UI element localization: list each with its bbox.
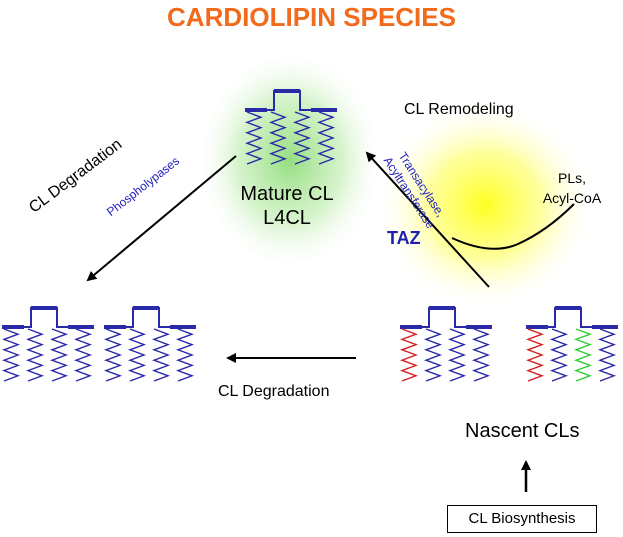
degraded-cl-molecule-1-headgroup-thick xyxy=(2,306,94,329)
mature-cl-molecule-headgroup-thick xyxy=(245,89,337,112)
degraded-cl-molecule-1 xyxy=(1,306,94,382)
mature-cl-glow xyxy=(195,48,385,272)
degraded-cl-molecule-1-acyl-chain-3 xyxy=(49,328,69,382)
nascent-cl-molecule-2-acyl-chain-2 xyxy=(549,328,569,382)
nascent-cl-molecule-2 xyxy=(525,306,618,382)
cl-remodeling-label: CL Remodeling xyxy=(404,101,514,118)
mature-cl-line2: L4CL xyxy=(263,207,311,229)
nascent-cl-molecule-1-headgroup xyxy=(400,307,492,328)
degraded-cl-molecule-1-acyl-chain-2 xyxy=(25,328,45,382)
mature-cl-molecule-acyl-chain-4 xyxy=(316,111,336,165)
taz-label: TAZ xyxy=(387,228,421,248)
nascent-cl-molecule-1-acyl-chain-4 xyxy=(471,328,491,382)
cl-degradation-bottom-label: CL Degradation xyxy=(218,383,330,400)
degraded-cl-molecule-2-acyl-chain-4 xyxy=(175,328,195,382)
cl-biosynthesis-box: CL Biosynthesis xyxy=(447,505,597,533)
mature-cl-label: Mature CL L4CL xyxy=(232,182,342,230)
nascent-cl-molecule-2-acyl-chain-3 xyxy=(573,328,593,382)
pls-input-curve xyxy=(451,203,575,250)
nascent-cl-molecule-1 xyxy=(399,306,492,382)
degraded-cl-molecule-2-headgroup-thick xyxy=(104,306,196,329)
degraded-cl-molecule-1-headgroup xyxy=(2,307,94,328)
degraded-cl-molecule-2-headgroup xyxy=(104,307,196,328)
cardiolipin-molecules xyxy=(1,89,618,382)
mature-cl-line1: Mature CL xyxy=(240,183,334,205)
pls-line1: PLs, xyxy=(557,170,586,186)
mature-cl-molecule-acyl-chain-3 xyxy=(292,111,312,165)
mature-cl-molecule xyxy=(244,89,337,165)
pls-acyl-coa-label: PLs, Acyl-CoA xyxy=(542,168,602,208)
mature-cl-molecule-acyl-chain-2 xyxy=(268,111,288,165)
nascent-cl-molecule-2-acyl-chain-4 xyxy=(597,328,617,382)
degraded-cl-molecule-2-acyl-chain-3 xyxy=(151,328,171,382)
nascent-cl-molecule-1-acyl-chain-2 xyxy=(423,328,443,382)
degraded-cl-molecule-1-acyl-chain-4 xyxy=(73,328,93,382)
cl-biosynthesis-label: CL Biosynthesis xyxy=(468,510,576,527)
degradation-arrow-top xyxy=(86,155,237,282)
degraded-cl-molecule-1-acyl-chain-1 xyxy=(1,328,21,382)
degraded-cl-molecule-2-acyl-chain-2 xyxy=(127,328,147,382)
nascent-cl-molecule-2-headgroup xyxy=(526,307,618,328)
remodeling-glow xyxy=(375,100,595,310)
degraded-cl-molecule-2 xyxy=(103,306,196,382)
nascent-cl-molecule-1-acyl-chain-3 xyxy=(447,328,467,382)
nascent-cl-molecule-2-acyl-chain-1 xyxy=(525,328,545,382)
mature-cl-molecule-acyl-chain-1 xyxy=(244,111,264,165)
remodeling-arrow xyxy=(365,151,490,288)
diagram-title: CARDIOLIPIN SPECIES xyxy=(167,2,456,32)
nascent-cl-molecule-2-headgroup-thick xyxy=(526,306,618,329)
nascent-cl-molecule-1-acyl-chain-1 xyxy=(399,328,419,382)
nascent-cls-label: Nascent CLs xyxy=(465,420,580,442)
degraded-cl-molecule-2-acyl-chain-1 xyxy=(103,328,123,382)
pls-line2: Acyl-CoA xyxy=(542,190,602,206)
nascent-cl-molecule-1-headgroup-thick xyxy=(400,306,492,329)
